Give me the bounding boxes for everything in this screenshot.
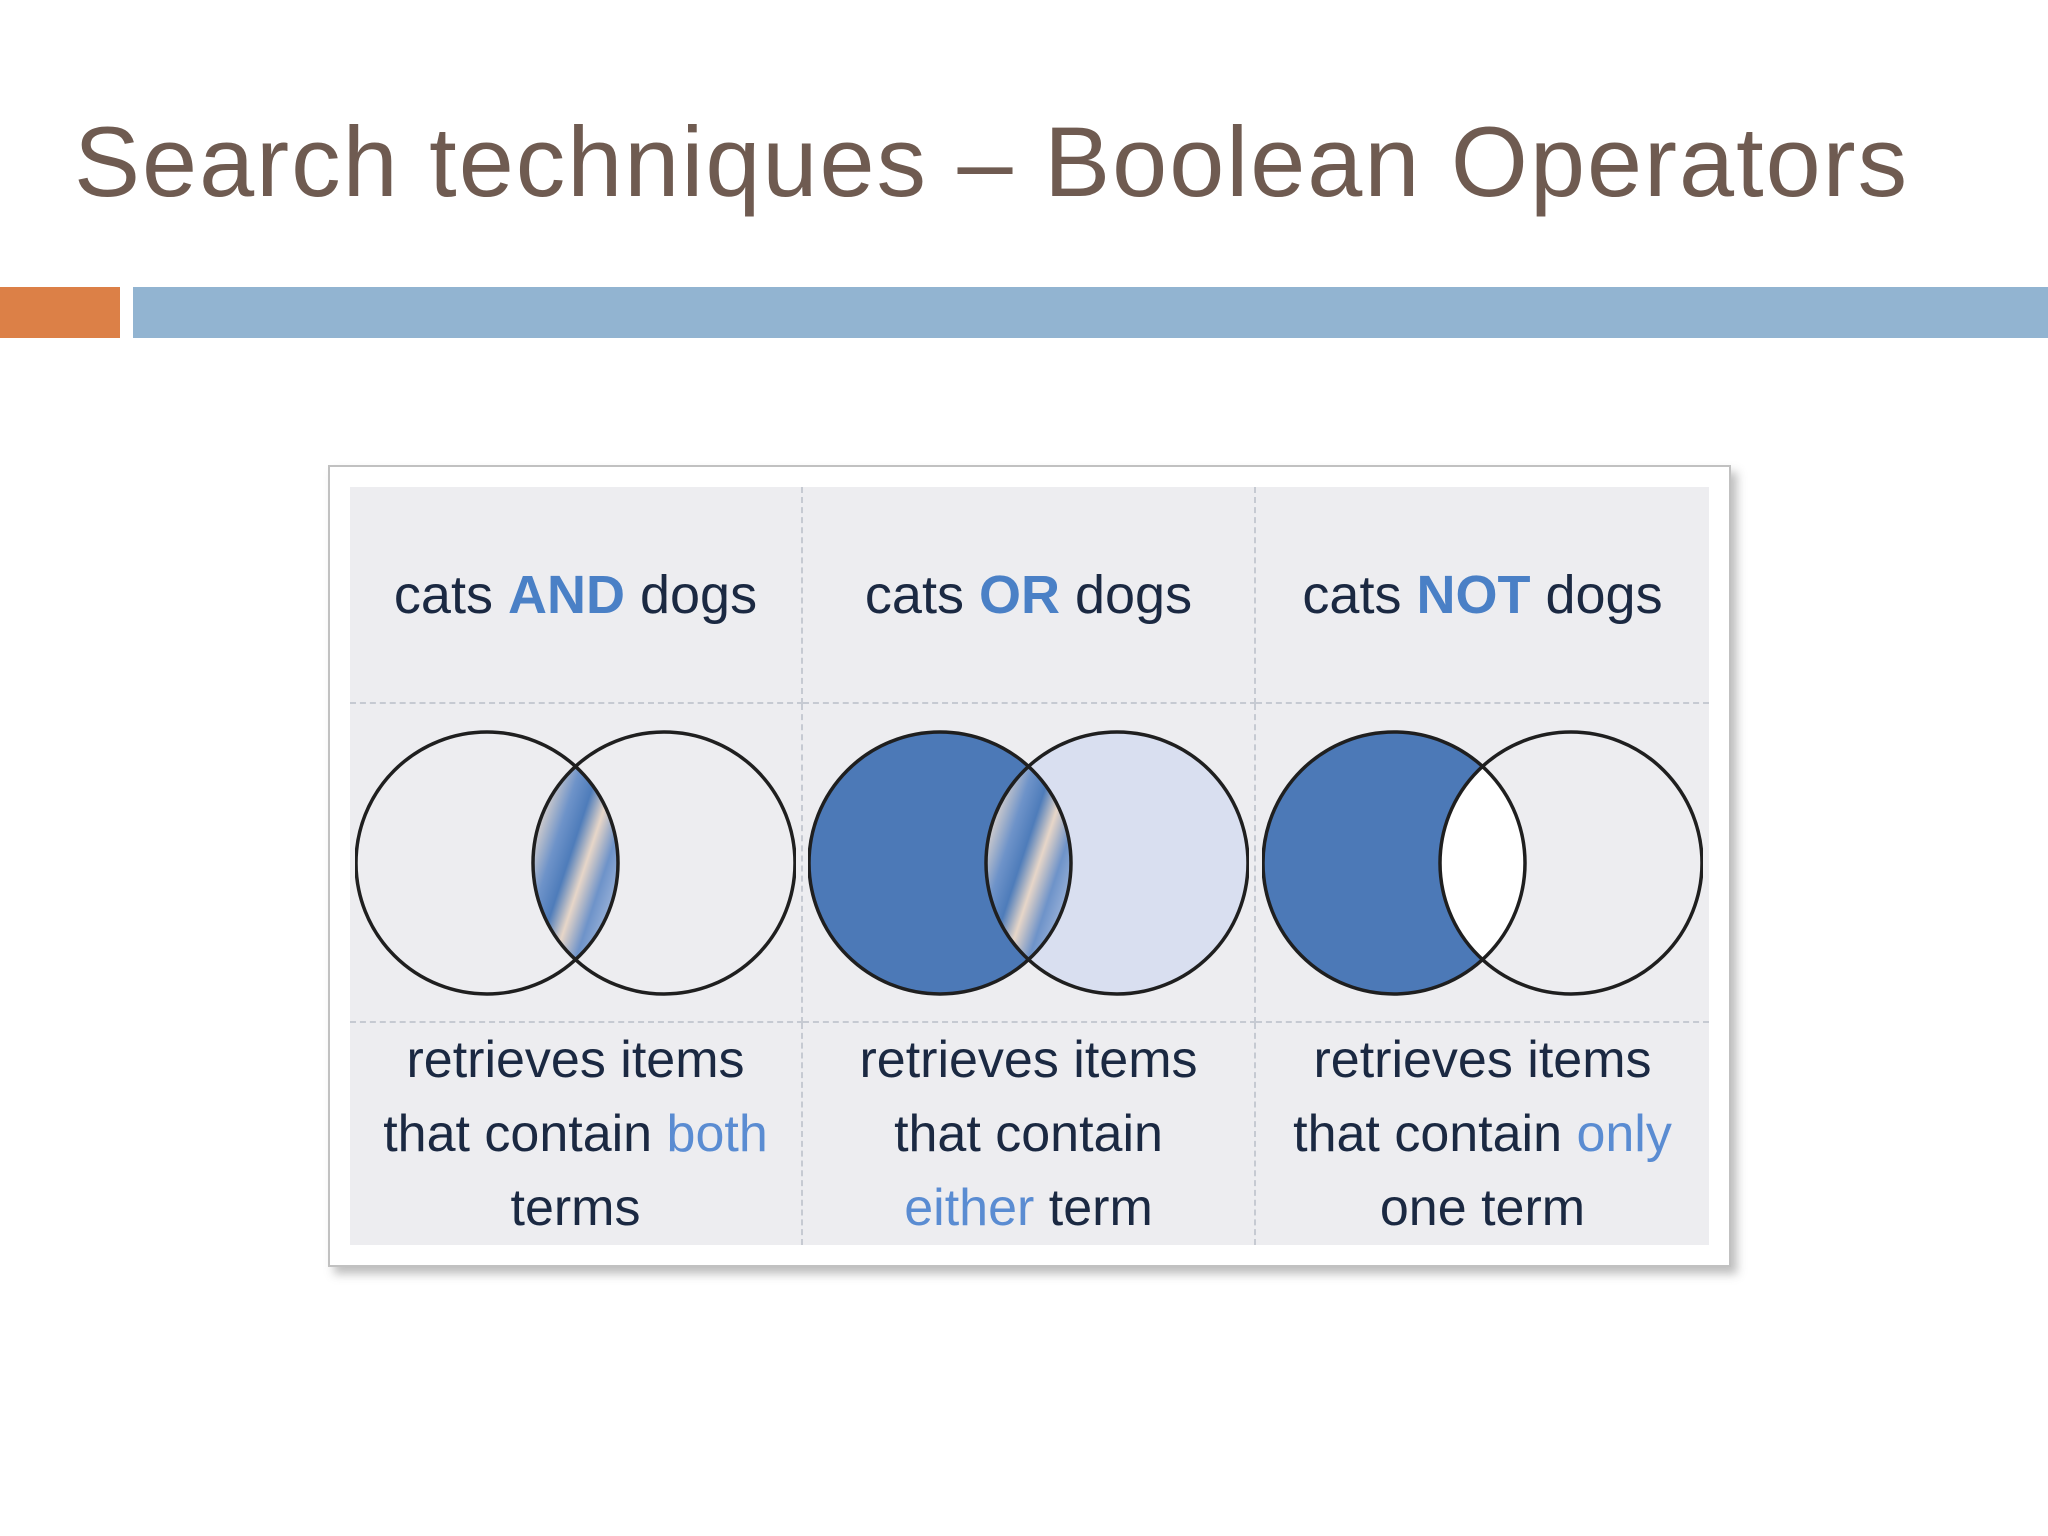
venn-diagram-not xyxy=(1262,729,1703,996)
query-label-not: cats NOT dogs xyxy=(1256,487,1709,704)
caption-and: retrieves items that contain both terms xyxy=(350,1023,803,1245)
caption-line: retrieves items xyxy=(1313,1023,1651,1097)
caption-text: that contain xyxy=(894,1105,1163,1163)
caption-line: one term xyxy=(1380,1171,1585,1245)
accent-bar-blue xyxy=(133,287,2048,338)
venn-intersection xyxy=(1439,765,1526,960)
caption-text: term xyxy=(1034,1179,1153,1237)
term-text-left: cats xyxy=(864,564,979,625)
venn-left-circle xyxy=(355,729,620,996)
caption-text: one term xyxy=(1379,1179,1586,1237)
caption-text: retrieves items xyxy=(1313,1031,1652,1089)
venn-left-circle xyxy=(808,729,1073,996)
venn-cell-not xyxy=(1256,704,1709,1023)
venn-intersection xyxy=(532,765,619,960)
caption-text: retrieves items xyxy=(406,1031,745,1089)
caption-or: retrieves items that contain either term xyxy=(803,1023,1256,1245)
slide-title: Search techniques – Boolean Operators xyxy=(74,106,1910,217)
caption-line: that contain both xyxy=(383,1097,768,1171)
operator-text: OR xyxy=(978,564,1060,625)
term-text-right: dogs xyxy=(1530,564,1663,625)
venn-diagram-and xyxy=(355,729,796,996)
venn-grid: cats AND dogs retrieves items that contai… xyxy=(350,487,1709,1245)
term-text-left: cats xyxy=(1302,564,1417,625)
venn-left-circle xyxy=(1262,729,1527,996)
caption-highlight: only xyxy=(1576,1105,1672,1163)
venn-right-circle xyxy=(531,729,796,996)
caption-text: that contain xyxy=(383,1105,667,1163)
venn-diagram-or xyxy=(808,729,1249,996)
term-text-right: dogs xyxy=(624,564,758,625)
caption-line: either term xyxy=(904,1171,1153,1245)
caption-line: that contain xyxy=(894,1097,1163,1171)
caption-text: that contain xyxy=(1293,1105,1577,1163)
venn-intersection xyxy=(985,765,1072,960)
query-label-and: cats AND dogs xyxy=(350,487,803,704)
operator-text: NOT xyxy=(1416,564,1531,625)
query-label-or: cats OR dogs xyxy=(803,487,1256,704)
caption-line: that contain only xyxy=(1293,1097,1672,1171)
term-text-right: dogs xyxy=(1059,564,1193,625)
caption-text: retrieves items xyxy=(859,1031,1198,1089)
caption-not: retrieves items that contain only one term xyxy=(1256,1023,1709,1245)
term-text-left: cats xyxy=(393,564,508,625)
caption-line: terms xyxy=(511,1171,641,1245)
venn-cell-or xyxy=(803,704,1256,1023)
accent-bar-orange xyxy=(0,287,120,338)
caption-line: retrieves items xyxy=(406,1023,744,1097)
venn-right-circle xyxy=(1438,729,1703,996)
venn-right-circle xyxy=(984,729,1249,996)
caption-text: terms xyxy=(510,1179,641,1237)
caption-highlight: either xyxy=(904,1179,1035,1237)
venn-cell-and xyxy=(350,704,803,1023)
operator-text: AND xyxy=(507,564,625,625)
caption-line: retrieves items xyxy=(859,1023,1197,1097)
boolean-operators-figure: cats AND dogs retrieves items that contai… xyxy=(328,465,1731,1267)
caption-highlight: both xyxy=(666,1105,768,1163)
